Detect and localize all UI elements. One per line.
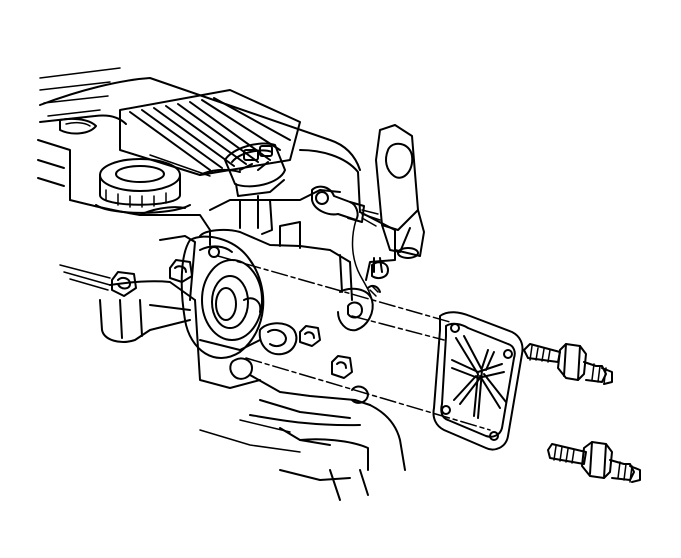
sensor-wiring — [312, 187, 382, 300]
upper-stud-bolt — [524, 344, 612, 384]
alignment-lines — [218, 256, 490, 430]
cover-plate — [433, 312, 522, 449]
electrical-connector — [225, 143, 285, 196]
mounting-bracket — [376, 125, 424, 258]
camshaft-housing-opening — [182, 237, 264, 358]
lower-stud-bolt — [548, 442, 640, 482]
ignition-coil-fins — [120, 90, 300, 176]
engine-block — [38, 68, 405, 500]
oil-filler-cap — [96, 159, 190, 213]
